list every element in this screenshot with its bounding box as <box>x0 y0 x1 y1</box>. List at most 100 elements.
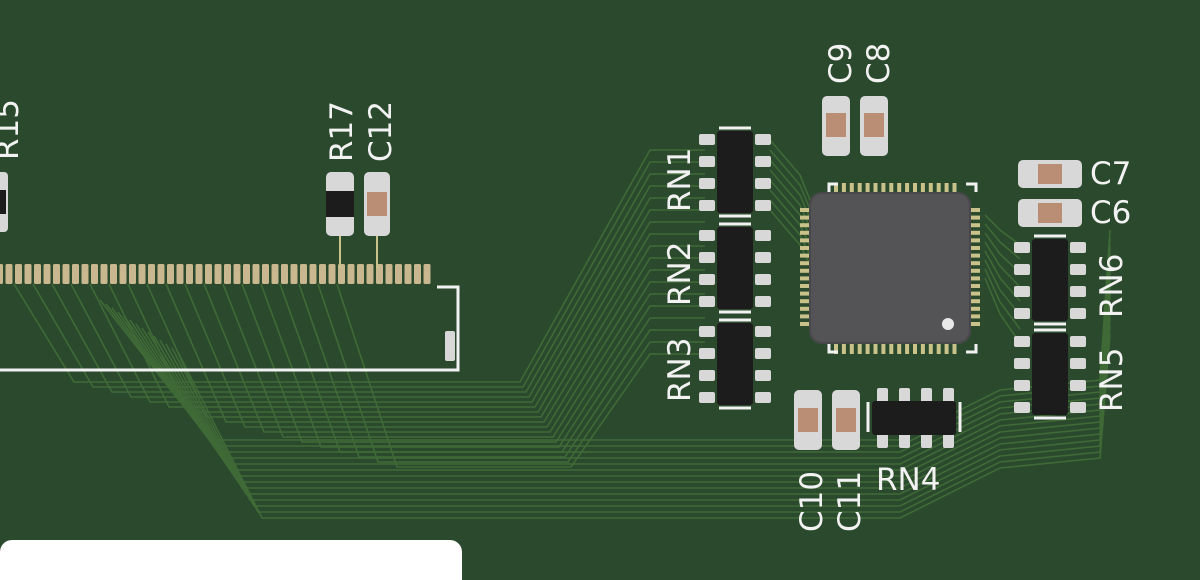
fpc-pin <box>357 264 364 284</box>
trace <box>769 139 813 206</box>
resistor-network-icon <box>717 131 753 213</box>
overlay-panel <box>0 540 462 580</box>
trace <box>32 161 705 388</box>
resistor-network-icon <box>1032 239 1068 321</box>
qfp-ic <box>800 182 980 354</box>
fpc-pin <box>376 264 383 284</box>
fpc-pin <box>91 264 98 284</box>
trace <box>241 283 705 443</box>
resistor-network-rn6 <box>1014 234 1086 326</box>
label-c12: C12 <box>363 101 399 162</box>
capacitor-c12 <box>364 172 390 268</box>
fpc-pin <box>34 264 41 284</box>
label-rn5: RN5 <box>1094 348 1130 412</box>
trace <box>70 185 705 398</box>
resistor-network-icon <box>717 323 753 405</box>
capacitor-c9 <box>822 96 850 156</box>
fpc-pin <box>205 264 212 284</box>
fpc-pin <box>243 264 250 284</box>
fpc-pin <box>81 264 89 284</box>
fpc-pin <box>252 264 260 284</box>
trace <box>769 209 813 269</box>
trace <box>769 169 813 233</box>
connector-outline <box>0 285 460 372</box>
label-rn1: RN1 <box>662 148 698 212</box>
fpc-pin <box>319 264 326 284</box>
fpc-pin <box>366 264 374 284</box>
fpc-connector-icon <box>0 264 431 284</box>
capacitor-c6 <box>1018 199 1082 227</box>
resistor-networks <box>699 126 1086 420</box>
fpc-pin <box>423 264 431 284</box>
fpc-pin <box>43 264 51 284</box>
trace <box>769 199 813 260</box>
connector-tab <box>445 331 455 361</box>
trace <box>184 257 705 428</box>
resistor-network-rn2 <box>699 222 771 314</box>
label-c11: C11 <box>832 471 868 532</box>
fpc-pin <box>309 264 317 284</box>
fpc-pin <box>233 264 241 284</box>
fpc-pin <box>53 264 60 284</box>
label-rn2: RN2 <box>662 242 698 306</box>
trace <box>203 269 705 433</box>
pin1-marker <box>942 318 954 330</box>
trace <box>336 283 705 468</box>
resistor-r17 <box>326 172 354 268</box>
fpc-pin <box>414 264 421 284</box>
trace <box>51 173 705 393</box>
trace <box>984 232 1021 274</box>
ic-outline <box>827 182 978 354</box>
resistor-network-icon <box>717 227 753 309</box>
label-c6: C6 <box>1090 195 1131 231</box>
resistor-network-rn5 <box>1014 328 1086 420</box>
fpc-pin <box>148 264 155 284</box>
fpc-pin <box>281 264 288 284</box>
trace <box>89 197 705 403</box>
label-rn6: RN6 <box>1094 254 1130 318</box>
trace <box>146 233 705 418</box>
resistor-network-rn4 <box>866 388 962 448</box>
fpc-pin <box>385 264 393 284</box>
trace <box>317 283 705 463</box>
fpc-pin <box>24 264 32 284</box>
fpc-pin <box>328 264 336 284</box>
qfp-ic-icon <box>809 192 971 344</box>
trace <box>769 149 813 215</box>
fpc-pin <box>0 264 3 284</box>
resistor-network-icon <box>1032 333 1068 415</box>
fpc-pin <box>195 264 203 284</box>
fpc-pin <box>290 264 298 284</box>
capacitor-c8 <box>860 96 888 156</box>
trace <box>984 250 1021 302</box>
label-rn3: RN3 <box>662 338 698 402</box>
trace <box>260 283 705 448</box>
fpc-pin <box>129 264 136 284</box>
fpc-pin <box>395 264 402 284</box>
fpc-pin <box>262 264 269 284</box>
trace <box>984 223 1021 260</box>
fpc-pin <box>214 264 222 284</box>
fpc-pin <box>176 264 184 284</box>
fpc-pin <box>347 264 355 284</box>
fpc-pin <box>72 264 79 284</box>
trace <box>177 333 1111 519</box>
trace <box>13 149 705 383</box>
fpc-pin <box>271 264 279 284</box>
fpc-pin <box>186 264 193 284</box>
trace <box>108 209 705 408</box>
resistor-network-icon <box>872 401 956 435</box>
fpc-pin <box>62 264 70 284</box>
trace <box>984 277 1021 344</box>
trace <box>984 268 1021 330</box>
trace <box>984 259 1021 316</box>
label-c9: C9 <box>823 43 859 84</box>
fpc-pin <box>100 264 108 284</box>
trace <box>165 245 705 423</box>
fpc-pin <box>224 264 231 284</box>
fpc-pin <box>157 264 165 284</box>
capacitor-c10 <box>794 390 822 450</box>
fpc-pin <box>300 264 307 284</box>
resistor-network-rn3 <box>699 318 771 410</box>
